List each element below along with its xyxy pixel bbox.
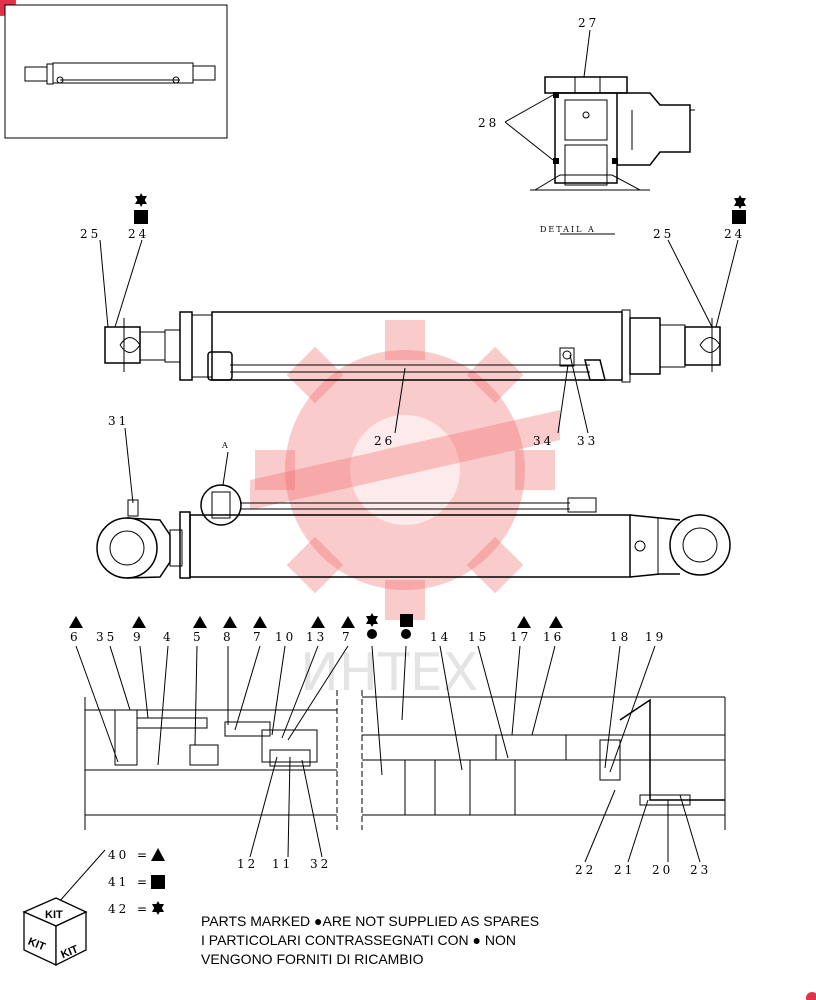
triangle-icon <box>517 616 531 628</box>
callout-27: 27 <box>578 16 599 30</box>
kit-box-label: KIT <box>45 909 63 921</box>
callout-4: 4 <box>163 630 174 644</box>
dot-icon <box>367 629 377 639</box>
callout-18: 18 <box>610 630 631 644</box>
callout-31: 31 <box>108 414 129 428</box>
note-line-english: PARTS MARKED ●ARE NOT SUPPLIED AS SPARES <box>201 913 540 929</box>
cylinder-top-view <box>96 484 731 579</box>
kit-legend-num: 42 <box>108 902 129 916</box>
callout-12: 12 <box>237 857 258 871</box>
callout-25-left: 25 <box>80 227 101 241</box>
cylinder-section-view <box>84 690 726 830</box>
callout-13: 13 <box>306 630 327 644</box>
kit-legend-eq: = <box>137 848 150 862</box>
callout-26: 26 <box>374 434 395 448</box>
callout-22: 22 <box>575 863 596 877</box>
callout-15: 15 <box>468 630 489 644</box>
thumbnail-overview[interactable] <box>4 4 228 139</box>
triangle-icon <box>151 848 165 861</box>
callout-19: 19 <box>645 630 666 644</box>
star-icon <box>152 901 164 915</box>
callout-5: 5 <box>193 630 204 644</box>
triangle-icon <box>253 616 267 628</box>
square-icon <box>151 875 165 889</box>
triangle-icon <box>69 616 83 628</box>
kit-legend-eq: = <box>137 902 150 916</box>
note-line-italian-1: I PARTICOLARI CONTRASSEGNATI CON ● NON <box>201 932 516 948</box>
callout-9: 9 <box>133 630 144 644</box>
triangle-icon <box>193 616 207 628</box>
callout-8: 8 <box>223 630 234 644</box>
callout-14: 14 <box>430 630 451 644</box>
callout-16: 16 <box>543 630 564 644</box>
square-icon <box>134 210 148 224</box>
detail-a-marker: A <box>221 441 230 450</box>
triangle-icon <box>223 616 237 628</box>
callout-32: 32 <box>310 857 331 871</box>
note-line-italian-2: VENGONO FORNITI DI RICAMBIO <box>201 951 424 967</box>
square-icon <box>400 614 413 627</box>
callout-10: 10 <box>275 630 296 644</box>
callout-6: 6 <box>70 630 81 644</box>
triangle-icon <box>311 616 325 628</box>
triangle-icon <box>341 616 355 628</box>
callout-35: 35 <box>96 630 117 644</box>
kit-legend: 40 = 41 = 42 = <box>57 848 165 916</box>
callout-24-right: 24 <box>724 227 745 241</box>
callout-24-left: 24 <box>128 227 149 241</box>
callout-34: 34 <box>533 434 554 448</box>
callout-28: 28 <box>478 116 499 130</box>
kit-legend-num: 41 <box>108 875 129 889</box>
callout-33: 33 <box>577 434 598 448</box>
corner-badge <box>806 992 816 1000</box>
kit-box-icon: KIT KIT KIT <box>22 897 88 967</box>
cylinder-side-view <box>104 309 721 383</box>
callout-11: 11 <box>272 857 293 871</box>
triangle-icon <box>132 616 146 628</box>
callout-7-a: 7 <box>253 630 264 644</box>
callout-21: 21 <box>614 863 635 877</box>
triangle-icon <box>549 616 563 628</box>
detail-a-label: DETAIL A <box>540 225 596 234</box>
square-icon <box>732 210 746 224</box>
callout-20: 20 <box>652 863 673 877</box>
callout-17: 17 <box>510 630 531 644</box>
kit-legend-eq: = <box>137 875 150 889</box>
detail-a-drawing <box>504 29 695 191</box>
star-icon <box>366 613 378 627</box>
dot-icon <box>401 629 411 639</box>
kit-legend-num: 40 <box>108 848 129 862</box>
star-icon <box>734 195 746 209</box>
callout-25-right: 25 <box>653 227 674 241</box>
callout-23: 23 <box>690 863 711 877</box>
callout-7-b: 7 <box>342 630 353 644</box>
star-icon <box>135 193 147 207</box>
watermark-text: ИНТЕХ <box>300 643 478 703</box>
